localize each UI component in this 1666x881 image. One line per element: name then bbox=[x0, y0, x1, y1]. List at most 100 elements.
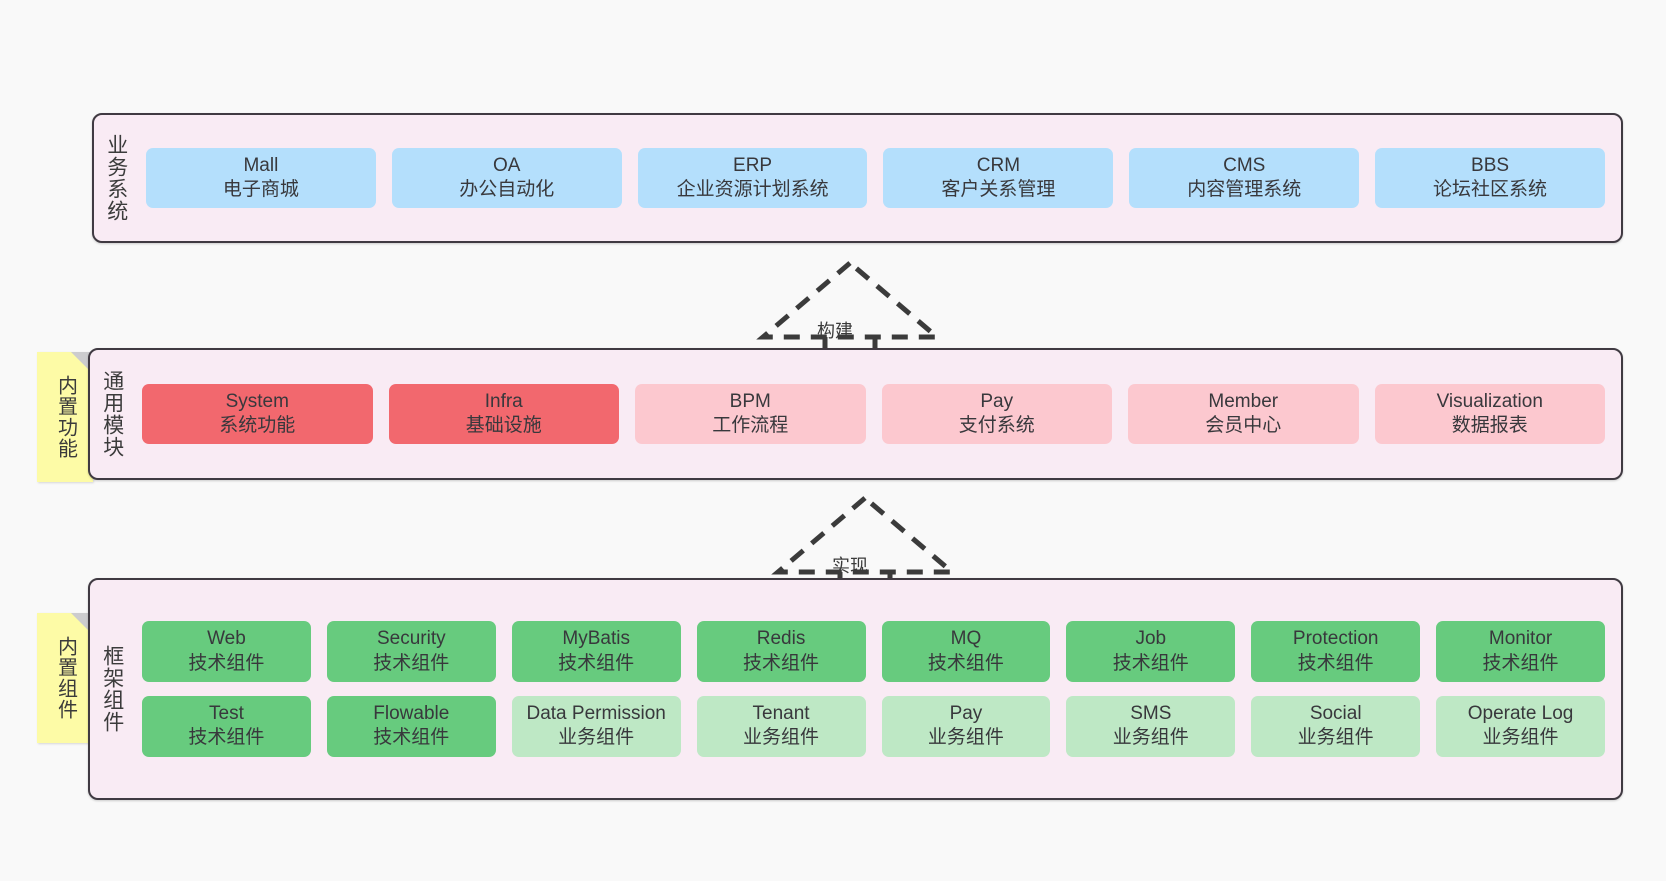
sticky-note-label: 内置组件 bbox=[54, 636, 77, 720]
card-subtitle: 业务组件 bbox=[743, 727, 820, 749]
sticky-fold-icon bbox=[71, 613, 93, 635]
card-crm[interactable]: CRM 客户关系管理 bbox=[883, 147, 1114, 209]
connector-implement: 实现 bbox=[770, 490, 960, 593]
card-security[interactable]: Security 技术组件 bbox=[326, 621, 496, 682]
card-flowable[interactable]: Flowable 技术组件 bbox=[326, 696, 496, 757]
layer-business-systems[interactable]: 业务系统 Mall 电子商城 OA 办公自动化 ERP 企业资源计划系统 CRM… bbox=[92, 113, 1623, 243]
card-title: Visualization bbox=[1436, 390, 1543, 412]
card-subtitle: 业务组件 bbox=[1297, 727, 1374, 749]
card-title: BBS bbox=[1471, 154, 1510, 176]
card-oa[interactable]: OA 办公自动化 bbox=[391, 147, 622, 209]
card-mybatis[interactable]: MyBatis 技术组件 bbox=[511, 621, 681, 682]
card-title: Security bbox=[376, 628, 446, 650]
layer-label-framework-components: 框架组件 bbox=[100, 645, 124, 733]
card-title: Data Permission bbox=[526, 703, 666, 724]
card-erp[interactable]: ERP 企业资源计划系统 bbox=[637, 147, 868, 209]
card-subtitle: 办公自动化 bbox=[459, 179, 555, 200]
card-title: Member bbox=[1208, 390, 1279, 412]
card-title: SMS bbox=[1130, 703, 1172, 724]
card-title: Test bbox=[209, 703, 244, 724]
connector-build: 构建 bbox=[755, 255, 945, 358]
card-cms[interactable]: CMS 内容管理系统 bbox=[1129, 147, 1360, 209]
card-subtitle: 技术组件 bbox=[558, 652, 635, 674]
card-subtitle: 论坛社区系统 bbox=[1433, 179, 1548, 200]
connector-build-label: 构建 bbox=[817, 321, 853, 341]
card-row-technical: Web 技术组件 Security 技术组件 MyBatis 技术组件 Redi… bbox=[142, 621, 1605, 682]
layer-label-common-modules: 通用模块 bbox=[100, 370, 124, 458]
card-title: ERP bbox=[733, 154, 773, 176]
card-title: CMS bbox=[1223, 154, 1266, 176]
card-title: OA bbox=[493, 154, 521, 176]
card-job[interactable]: Job 技术组件 bbox=[1066, 621, 1236, 682]
card-web[interactable]: Web 技术组件 bbox=[142, 621, 311, 682]
card-title: System bbox=[225, 390, 289, 412]
card-member[interactable]: Member 会员中心 bbox=[1128, 383, 1359, 445]
card-row: System 系统功能 Infra 基础设施 BPM 工作流程 Pay 支付系统… bbox=[142, 383, 1605, 445]
layer-framework-components[interactable]: 框架组件 Web 技术组件 Security 技术组件 MyBatis 技术组件… bbox=[88, 578, 1623, 800]
card-monitor[interactable]: Monitor 技术组件 bbox=[1436, 621, 1605, 682]
card-title: Redis bbox=[756, 628, 806, 650]
card-title: Tenant bbox=[752, 703, 810, 724]
card-test[interactable]: Test 技术组件 bbox=[142, 696, 311, 757]
card-subtitle: 技术组件 bbox=[1297, 652, 1374, 674]
card-pay-business[interactable]: Pay 业务组件 bbox=[881, 696, 1051, 757]
card-subtitle: 业务组件 bbox=[1482, 727, 1559, 749]
card-title: MQ bbox=[950, 628, 982, 650]
card-subtitle: 技术组件 bbox=[743, 652, 820, 674]
card-title: Flowable bbox=[373, 703, 450, 724]
layer-common-modules[interactable]: 通用模块 System 系统功能 Infra 基础设施 BPM 工作流程 Pay… bbox=[88, 348, 1623, 480]
sticky-note-label: 内置功能 bbox=[54, 375, 77, 459]
card-mq[interactable]: MQ 技术组件 bbox=[881, 621, 1051, 682]
card-redis[interactable]: Redis 技术组件 bbox=[696, 621, 866, 682]
card-row-business: Test 技术组件 Flowable 技术组件 Data Permission … bbox=[142, 696, 1605, 757]
card-title: MyBatis bbox=[562, 628, 630, 650]
card-subtitle: 支付系统 bbox=[958, 415, 1035, 436]
card-row: Mall 电子商城 OA 办公自动化 ERP 企业资源计划系统 CRM 客户关系… bbox=[146, 147, 1605, 209]
card-subtitle: 技术组件 bbox=[1112, 652, 1189, 674]
card-subtitle: 工作流程 bbox=[712, 415, 789, 436]
card-subtitle: 内容管理系统 bbox=[1187, 179, 1302, 200]
card-sms[interactable]: SMS 业务组件 bbox=[1066, 696, 1236, 757]
card-bpm[interactable]: BPM 工作流程 bbox=[635, 383, 866, 445]
card-data-permission[interactable]: Data Permission 业务组件 bbox=[511, 696, 681, 757]
card-bbs[interactable]: BBS 论坛社区系统 bbox=[1375, 147, 1605, 209]
card-subtitle: 电子商城 bbox=[222, 179, 299, 200]
card-title: Pay bbox=[980, 390, 1014, 412]
card-title: Operate Log bbox=[1467, 703, 1574, 724]
card-title: Protection bbox=[1292, 628, 1379, 650]
layer-body-common-modules: System 系统功能 Infra 基础设施 BPM 工作流程 Pay 支付系统… bbox=[134, 350, 1621, 478]
card-title: Web bbox=[207, 628, 246, 650]
card-tenant[interactable]: Tenant 业务组件 bbox=[696, 696, 866, 757]
card-subtitle: 企业资源计划系统 bbox=[676, 179, 829, 200]
sticky-note-builtin-components[interactable]: 内置组件 bbox=[37, 613, 93, 743]
card-title: Infra bbox=[484, 390, 523, 412]
card-protection[interactable]: Protection 技术组件 bbox=[1251, 621, 1421, 682]
card-subtitle: 技术组件 bbox=[1482, 652, 1559, 674]
card-subtitle: 客户关系管理 bbox=[941, 179, 1056, 200]
card-subtitle: 会员中心 bbox=[1205, 415, 1282, 436]
card-title: Mall bbox=[243, 154, 279, 176]
card-subtitle: 技术组件 bbox=[188, 652, 265, 674]
layer-label-business-systems: 业务系统 bbox=[104, 134, 128, 222]
connector-implement-label: 实现 bbox=[832, 556, 868, 576]
card-subtitle: 技术组件 bbox=[188, 727, 265, 749]
card-subtitle: 技术组件 bbox=[927, 652, 1004, 674]
layer-body-framework-components: Web 技术组件 Security 技术组件 MyBatis 技术组件 Redi… bbox=[134, 580, 1621, 798]
card-subtitle: 数据报表 bbox=[1451, 415, 1528, 436]
card-title: BPM bbox=[729, 390, 771, 412]
sticky-fold-icon bbox=[71, 352, 93, 374]
card-subtitle: 业务组件 bbox=[558, 727, 635, 749]
card-mall[interactable]: Mall 电子商城 bbox=[146, 147, 376, 209]
card-pay[interactable]: Pay 支付系统 bbox=[881, 383, 1112, 445]
card-social[interactable]: Social 业务组件 bbox=[1251, 696, 1421, 757]
card-operate-log[interactable]: Operate Log 业务组件 bbox=[1436, 696, 1605, 757]
card-title: Monitor bbox=[1488, 628, 1553, 650]
card-subtitle: 技术组件 bbox=[373, 652, 450, 674]
card-system[interactable]: System 系统功能 bbox=[142, 383, 373, 445]
sticky-note-builtin-features[interactable]: 内置功能 bbox=[37, 352, 93, 482]
card-infra[interactable]: Infra 基础设施 bbox=[388, 383, 619, 445]
card-visualization[interactable]: Visualization 数据报表 bbox=[1374, 383, 1605, 445]
card-title: Pay bbox=[949, 703, 983, 724]
card-subtitle: 技术组件 bbox=[373, 727, 450, 749]
